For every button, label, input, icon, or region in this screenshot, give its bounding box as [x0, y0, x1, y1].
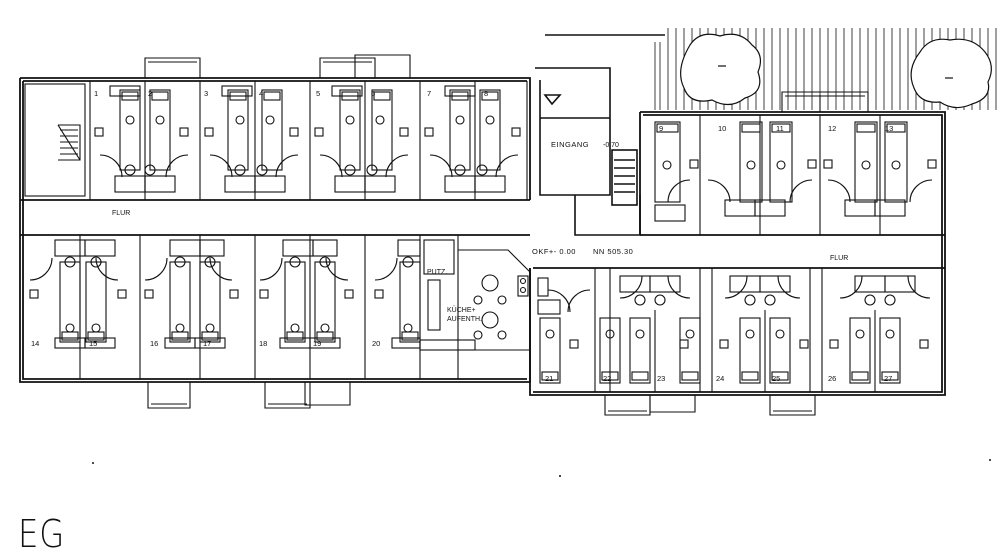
room-number-5: 5	[316, 89, 320, 98]
lower-left-rooms	[79, 235, 459, 379]
room-number-11: 11	[776, 124, 784, 133]
kitchen-area	[419, 239, 531, 351]
cleaning-room-label: PUTZ.	[427, 269, 447, 276]
room-number-8: 8	[484, 89, 488, 98]
room-number-20: 20	[372, 339, 380, 348]
room-number-2: 2	[148, 89, 152, 98]
room-number-23: 23	[657, 374, 665, 383]
trees	[680, 33, 992, 109]
furniture-upper-right	[654, 121, 937, 222]
right-wing-outline	[529, 111, 946, 396]
room-number-19: 19	[313, 339, 321, 348]
nn-level-label: NN 505.30	[593, 247, 633, 256]
kitchen-label-line2: AUFENTH.	[447, 316, 482, 323]
room-number-10: 10	[718, 124, 726, 133]
corridor-label-left: FLUR	[112, 210, 130, 217]
room-number-4: 4	[259, 89, 263, 98]
lower-right-rooms	[594, 268, 876, 416]
upper-right-rooms	[699, 91, 881, 235]
room-number-21: 21	[545, 374, 553, 383]
room-number-16: 16	[150, 339, 158, 348]
left-wing-outline	[19, 77, 531, 383]
left-staircase	[24, 83, 86, 197]
kitchen-label-line1: KÜCHE+	[447, 306, 476, 314]
floor-level-label: OKF+- 0.00	[532, 247, 576, 256]
room-number-3: 3	[204, 89, 208, 98]
entrance-level: -0.70	[603, 142, 619, 149]
room-number-6: 6	[371, 89, 375, 98]
furniture-lower-left	[29, 239, 421, 349]
room-number-14: 14	[31, 339, 39, 348]
room-number-25: 25	[772, 374, 780, 383]
room-number-1: 1	[94, 89, 98, 98]
upper-left-balconies	[144, 54, 411, 78]
upper-left-rooms	[89, 81, 528, 200]
room-number-9: 9	[659, 124, 663, 133]
room-number-12: 12	[828, 124, 836, 133]
room-number-22: 22	[603, 374, 611, 383]
room-number-24: 24	[716, 374, 724, 383]
stray-marks	[92, 459, 991, 477]
room-number-7: 7	[427, 89, 431, 98]
lower-left-balconies	[147, 382, 351, 409]
room-number-18: 18	[259, 339, 267, 348]
room-number-13: 13	[885, 124, 893, 133]
plan-labels: FLUR FLUR EINGANG -0.70 OKF+- 0.00 NN 50…	[31, 89, 893, 383]
floor-level-title: EG	[18, 512, 66, 556]
entrance-label: EINGANG	[551, 140, 589, 149]
furniture-upper-left	[94, 85, 521, 193]
room-number-27: 27	[884, 374, 892, 383]
furniture-lower-right	[537, 275, 931, 384]
entrance-block	[535, 34, 665, 236]
plan-drawing	[19, 28, 997, 477]
room-number-17: 17	[203, 339, 211, 348]
room-number-15: 15	[89, 339, 97, 348]
corridor-label-right: FLUR	[830, 255, 848, 262]
room-number-26: 26	[828, 374, 836, 383]
